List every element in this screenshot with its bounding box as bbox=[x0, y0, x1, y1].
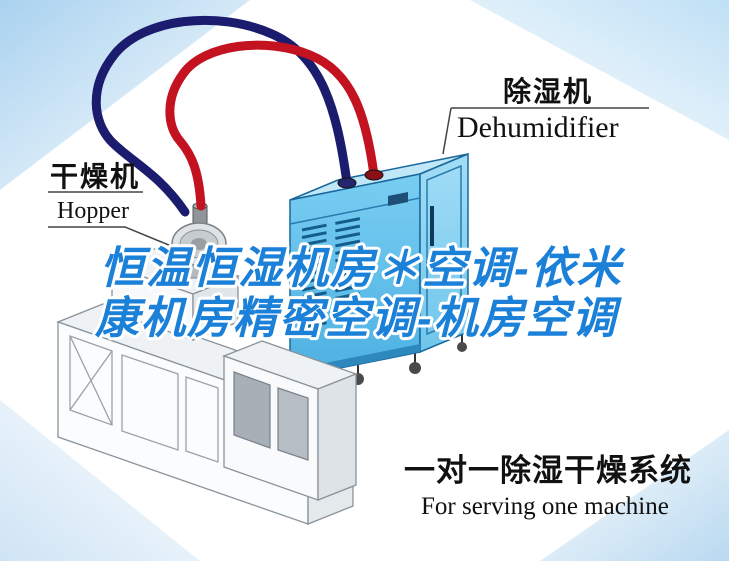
background-tint-topright bbox=[470, 0, 729, 140]
dehumidifier-label-en: Dehumidifier bbox=[457, 111, 619, 144]
watermark-line-2: 康机房精密空调-机房空调 bbox=[94, 294, 623, 343]
machine-front-panels bbox=[69, 335, 219, 463]
system-caption-en: For serving one machine bbox=[421, 493, 669, 520]
hopper-leader-line bbox=[48, 226, 177, 249]
dehumidifier-unit bbox=[289, 152, 469, 398]
machine-cabinet-panel-2 bbox=[277, 387, 309, 461]
dehumidifier-label-cn: 除湿机 bbox=[503, 75, 593, 107]
system-caption-cn: 一对一除湿干燥系统 bbox=[404, 453, 692, 488]
dehumidifier-vent-grille bbox=[301, 215, 369, 329]
labels: 干燥机 Hopper 除湿机 Dehumidifier 一对一除湿干燥系统 Fo… bbox=[48, 75, 692, 520]
hopper-label-en: Hopper bbox=[57, 198, 129, 224]
watermark-line-1: 恒温恒湿机房＊空调-依米 bbox=[100, 244, 626, 293]
red-supply-pipe bbox=[165, 40, 379, 211]
watermark: 恒温恒湿机房＊空调-依米 康机房精密空调-机房空调 bbox=[91, 241, 627, 346]
dehumidifier-side-face bbox=[419, 152, 469, 354]
background-tint-bottomright bbox=[540, 430, 729, 561]
dehumidifier-control-badge bbox=[388, 192, 408, 206]
machine-cabinet-panel-1 bbox=[233, 371, 271, 449]
background-tint-bottomleft bbox=[0, 400, 200, 561]
pipes bbox=[91, 15, 384, 217]
background-tint-topleft bbox=[0, 0, 250, 190]
dehumidifier-port-blue bbox=[337, 177, 357, 189]
dehumidifier-side-door bbox=[426, 164, 462, 336]
machine-cabinet-end bbox=[317, 373, 357, 501]
blue-return-pipe bbox=[91, 15, 352, 217]
hopper-label-cn: 干燥机 bbox=[50, 161, 140, 192]
machine-unit bbox=[56, 247, 358, 525]
dehumidifier-port-red bbox=[364, 169, 384, 181]
hopper-hub bbox=[191, 238, 207, 250]
hopper-block-end bbox=[192, 275, 239, 341]
dehumidifier-leader-line bbox=[442, 107, 452, 155]
